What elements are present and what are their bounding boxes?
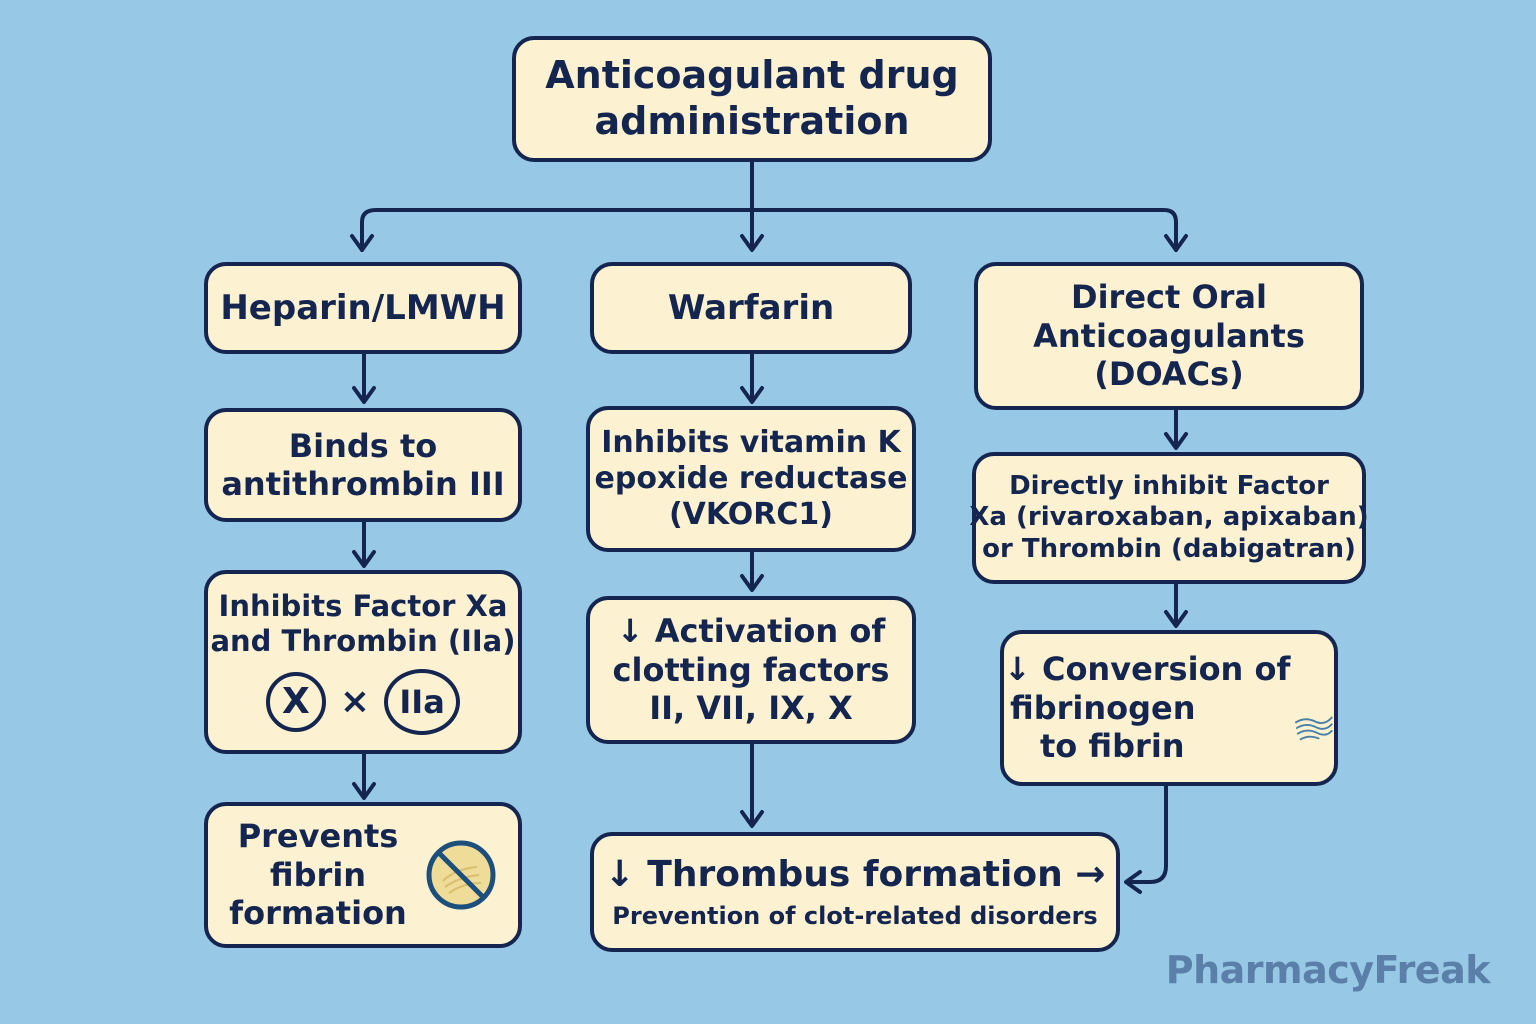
heparin-step2-box: Inhibits Factor Xa and Thrombin (IIa) X …: [204, 570, 522, 754]
factor-x-symbol: X: [265, 671, 326, 732]
warfarin-box: Warfarin: [590, 262, 912, 354]
heparin-step3-text: Prevents fibrin formation: [229, 817, 407, 932]
warfarin-step1-line-3: (VKORC1): [668, 497, 834, 532]
doacs-step1-line-1: Directly inhibit Factor: [1009, 471, 1329, 502]
heparin-box: Heparin/LMWH: [204, 262, 522, 354]
fibrin-strands-icon: [1295, 716, 1334, 741]
doacs-step2-line-2: fibrinogen: [1010, 688, 1196, 727]
warfarin-step2-box: ↓ Activation of clotting factors II, VII…: [586, 596, 916, 744]
doacs-line-3: (DOACs): [1094, 355, 1244, 394]
doacs-box: Direct Oral Anticoagulants (DOACs): [974, 262, 1364, 410]
heparin-step3-line-3: formation: [229, 894, 407, 933]
title-line-1: Anticoagulant drug: [545, 53, 959, 98]
arrowhead-warfarin: [740, 234, 764, 252]
heparin-step1-line-2: antithrombin III: [221, 465, 505, 503]
arrowhead-doacs: [1164, 234, 1188, 252]
heparin-step3-box: Prevents fibrin formation: [204, 802, 522, 948]
doacs-step2-line-1: ↓ Conversion of: [1004, 650, 1291, 689]
warfarin-step2-line-3: II, VII, IX, X: [649, 689, 853, 728]
doacs-step1-line-2: Xa (rivaroxaban, apixaban): [969, 502, 1369, 533]
arrow-doacs-to-outcome: [1126, 784, 1168, 884]
factor-iia-symbol: IIa: [384, 668, 461, 735]
watermark-logo: PharmacyFreak: [1165, 948, 1491, 992]
heparin-step3-line-2: fibrin: [269, 855, 367, 894]
doacs-step1-box: Directly inhibit Factor Xa (rivaroxaban,…: [969, 452, 1369, 584]
title-line-2: administration: [594, 99, 910, 143]
outcome-sub: Prevention of clot-related disorders: [612, 902, 1098, 931]
warfarin-label: Warfarin: [667, 287, 835, 328]
warfarin-step2-line-2: clotting factors: [612, 650, 890, 689]
heparin-step3-line-1: Prevents: [237, 817, 399, 856]
heparin-step2-line-1: Inhibits Factor Xa: [218, 589, 508, 624]
doacs-step2-box: ↓ Conversion of fibrinogen to fibrin: [1000, 630, 1338, 786]
doacs-step1-line-3: or Thrombin (dabigatran): [982, 533, 1356, 564]
warfarin-step2-line-1: ↓ Activation of: [616, 612, 886, 651]
doacs-step2-line-3: to fibrin: [1040, 727, 1185, 766]
heparin-step2-line-2: and Thrombin (IIa): [210, 624, 516, 658]
warfarin-step1-box: Inhibits vitamin K epoxide reductase (VK…: [586, 406, 916, 552]
times-symbol: ×: [339, 681, 371, 723]
factor-symbols: X × IIa: [265, 668, 461, 735]
outcome-box: ↓ Thrombus formation → Prevention of clo…: [590, 832, 1120, 952]
warfarin-step1-line-1: Inhibits vitamin K: [601, 425, 901, 460]
branch-line: [360, 208, 1178, 252]
doacs-line-2: Anticoagulants: [1033, 316, 1305, 355]
heparin-label: Heparin/LMWH: [220, 287, 506, 328]
title-box: Anticoagulant drug administration: [512, 36, 992, 162]
prohibited-fibrin-icon: [426, 840, 496, 910]
heparin-step1-box: Binds to antithrombin III: [204, 408, 522, 522]
doacs-step2-text: ↓ Conversion of fibrinogen to fibrin: [1004, 650, 1290, 765]
doacs-line-1: Direct Oral: [1071, 278, 1267, 317]
arrowhead-heparin: [350, 234, 374, 252]
heparin-step1-line-1: Binds to: [288, 426, 438, 465]
outcome-main: ↓ Thrombus formation →: [604, 854, 1106, 895]
warfarin-step1-line-2: epoxide reductase: [594, 461, 908, 496]
